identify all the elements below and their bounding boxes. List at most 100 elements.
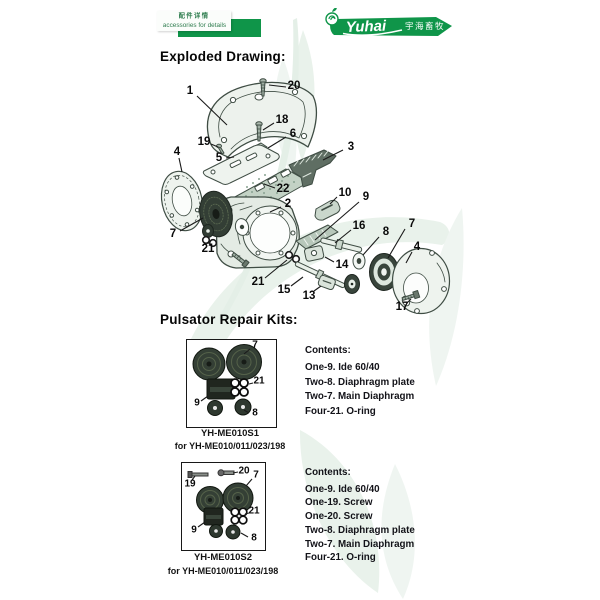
leader-line: [248, 382, 254, 385]
leader-line: [191, 475, 196, 481]
leader-line: [405, 251, 413, 264]
part-top-cover: [206, 81, 318, 158]
leader-line: [243, 348, 251, 355]
contents-item: Four-21. O-ring: [305, 405, 376, 417]
leader-line: [207, 240, 210, 245]
leader-line: [210, 143, 219, 148]
leader-line: [264, 259, 288, 279]
contents-item: Two-7. Main Diaphragm: [305, 538, 415, 550]
part-screw-20: [259, 78, 267, 97]
part-block-14: [304, 245, 325, 262]
contents-title: Contents:: [305, 467, 351, 478]
part-callout-21: 21: [251, 276, 265, 288]
part-callout-15: 15: [277, 284, 291, 296]
leader-line: [245, 478, 253, 487]
part-callout-8: 8: [252, 407, 258, 419]
part-callout-22: 22: [276, 183, 290, 195]
kit-2-leader-lines: [191, 471, 253, 538]
part-slide-plate-9: [295, 224, 339, 250]
kit1-o-rings: [230, 378, 249, 397]
repair-kit-2-art: [187, 469, 254, 540]
part-diaphragm-plate-8: [352, 252, 366, 270]
part-callout-8: 8: [382, 226, 390, 238]
leader-line: [225, 156, 235, 159]
logo-chinese-text: 宇海畜牧: [405, 21, 445, 31]
leader-line: [324, 256, 335, 263]
leader-line: [200, 395, 209, 402]
pulsator-repair-kits-heading: Pulsator Repair Kits:: [160, 312, 298, 327]
logo-brand-text: Yuhai: [346, 18, 388, 36]
exploded-drawing-heading: Exploded Drawing:: [160, 49, 286, 64]
part-block-10: [314, 199, 341, 221]
part-end-cover-left-4: [160, 170, 204, 232]
contents-title: Contents:: [305, 345, 351, 356]
kit-1-labels: 7 21 9 8: [187, 340, 276, 427]
part-plate-disc-hub: [239, 224, 245, 230]
part-callout-20: 20: [287, 80, 301, 92]
part-callout-4: 4: [173, 146, 181, 158]
part-callout-7: 7: [408, 218, 416, 230]
leader-line: [179, 217, 204, 232]
contents-item: Two-8. Diaphragm plate: [305, 524, 415, 536]
part-callout-13: 13: [302, 290, 316, 302]
yuhai-logo: Yuhai 宇海畜牧: [325, 8, 452, 36]
part-callout-18: 18: [275, 114, 289, 126]
kit2-o-rings: [230, 507, 248, 525]
logo-leaf-icon: [332, 8, 337, 12]
part-shaft-16: [320, 237, 363, 253]
part-callout-7: 7: [252, 339, 258, 351]
part-screw-17: [401, 290, 421, 301]
part-callout-9: 9: [194, 397, 200, 409]
leader-line: [262, 122, 275, 131]
contents-item: Two-8. Diaphragm plate: [305, 376, 415, 388]
part-callout-20: 20: [238, 465, 250, 477]
kit-2-compatibility: for YH-ME010/011/023/198: [167, 566, 279, 576]
part-callout-21: 21: [248, 505, 260, 517]
leader-line: [322, 149, 344, 161]
leader-line: [197, 521, 206, 528]
leader-line: [178, 157, 183, 173]
part-callout-7: 7: [253, 469, 259, 481]
kit-1-model: YH-ME010S1: [200, 428, 260, 439]
part-callout-7: 7: [169, 228, 177, 240]
part-callout-1: 1: [186, 85, 194, 97]
leader-line: [269, 206, 282, 213]
kit1-diaphragm-plates: [207, 398, 252, 416]
kit1-main-diaphragms: [192, 344, 262, 381]
leader-line: [244, 512, 250, 515]
part-callout-8: 8: [251, 532, 257, 544]
leader-line: [290, 276, 304, 287]
leader-line: [334, 229, 352, 244]
part-callout-9: 9: [191, 524, 197, 536]
part-callout-14: 14: [335, 259, 349, 271]
contents-item: One-9. Ide 60/40: [305, 483, 380, 495]
leader-line: [362, 236, 380, 256]
leader-line: [329, 196, 338, 205]
repair-kit-1-art: [192, 344, 262, 416]
leader-line: [313, 285, 322, 292]
contents-item: One-20. Screw: [305, 511, 373, 523]
kit-1-leader-lines: [200, 348, 254, 414]
leader-line: [267, 136, 287, 149]
part-callout-6: 6: [289, 128, 297, 140]
kit2-diaphragm-plates: [209, 524, 241, 540]
part-callout-10: 10: [338, 187, 352, 199]
part-callout-21: 21: [253, 375, 265, 387]
part-o-rings-left-21: [201, 235, 218, 248]
part-callout-9: 9: [362, 191, 370, 203]
logo-banner-shape: [330, 17, 452, 36]
part-small-disc-hub: [206, 229, 210, 233]
part-callout-3: 3: [347, 141, 355, 153]
leader-line: [196, 95, 228, 126]
leader-line: [406, 298, 412, 304]
part-callout-2: 2: [284, 198, 292, 210]
contents-item: One-19. Screw: [305, 497, 373, 509]
part-callout-21: 21: [201, 243, 215, 255]
badge-english-text: accessories for details: [162, 21, 226, 29]
part-main-diaphragm-right-7: [369, 253, 399, 291]
part-block-13: [317, 274, 336, 291]
